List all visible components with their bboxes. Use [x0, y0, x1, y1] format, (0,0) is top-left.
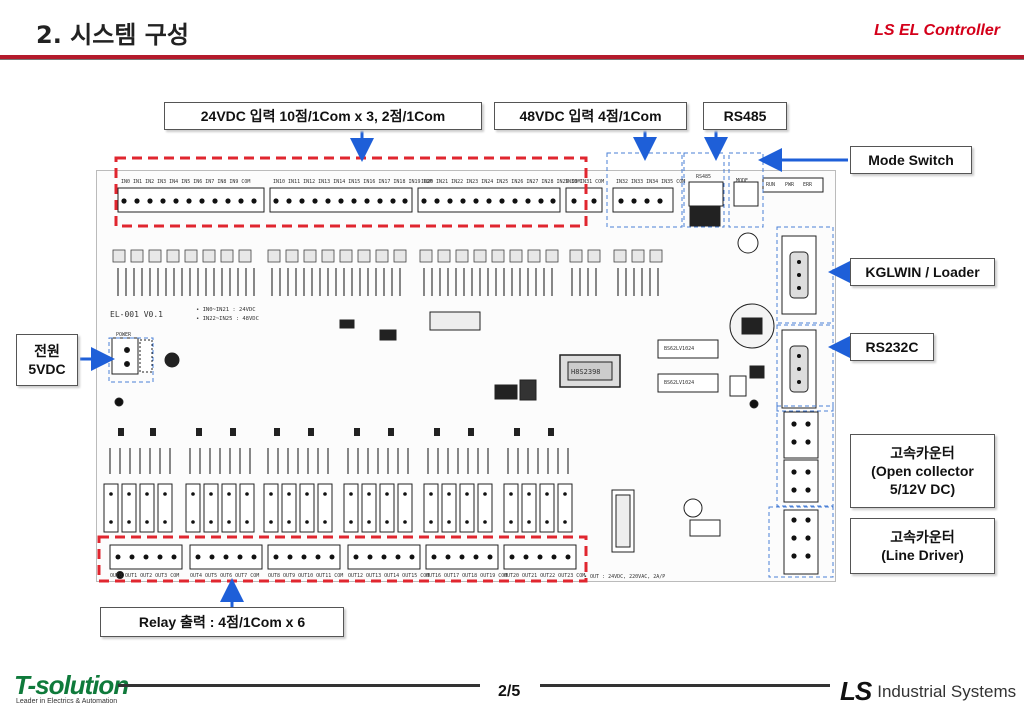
callout-rs232c: RS232C: [850, 333, 934, 361]
board-output-footer-2: OUT4 OUT5 OUT6 OUT7 COM: [190, 573, 260, 579]
tsolution-name: T-solution: [14, 670, 129, 700]
board-input-header-5: IN32 IN33 IN34 IN35 COM: [616, 179, 686, 185]
board-run-label: RUN: [766, 182, 776, 188]
callout-relay-output: Relay 출력 : 4점/1Com x 6: [100, 607, 344, 637]
tsolution-logo: T-solution Leader in Electrics & Automat…: [14, 670, 129, 705]
output-terminal-screws: [115, 554, 571, 560]
page-number: 2/5: [498, 683, 521, 700]
dashed-blue-regions: [108, 152, 834, 578]
callout-power-5vdc: 전원 5VDC: [16, 334, 78, 386]
board-spec-24vdc: • IN0~IN21 : 24VDC: [196, 307, 256, 313]
board-input-header-2: IN10 IN11 IN12 IN13 IN14 IN15 IN16 IN17 …: [273, 179, 433, 185]
right-connectors: [781, 235, 819, 575]
board-pwr-label: PWR: [785, 182, 795, 188]
board-output-footer-5: OUT16 OUT17 OUT18 OUT19 COM: [426, 573, 508, 579]
input-optocouplers: [112, 249, 663, 263]
output-transistors: [109, 448, 569, 474]
ls-industrial-logo: LS Industrial Systems: [840, 676, 1016, 707]
board-power-label: POWER: [116, 332, 132, 338]
callout-counter-oc-line3: 5/12V DC): [889, 481, 956, 497]
board-components: [111, 232, 775, 579]
callout-counter-oc-line1: 고속카운터: [890, 445, 955, 461]
board-err-label: ERR: [803, 182, 813, 188]
ls-logo-mark: LS: [840, 676, 872, 706]
footer-line-right: [540, 684, 830, 687]
page-title: 2. 시스템 구성: [36, 21, 189, 49]
relay-pins: [109, 492, 567, 524]
callout-counter-open-collector: 고속카운터 (Open collector 5/12V DC): [850, 434, 995, 508]
callout-counter-oc-line2: (Open collector: [871, 463, 974, 479]
footer-line-left: [118, 684, 480, 687]
callout-24vdc-input: 24VDC 입력 10점/1Com x 3, 2점/1Com: [164, 102, 482, 130]
board-output-spec: • OUT : 24VDC, 220VAC, 2A/P: [584, 574, 666, 580]
header-divider: [0, 55, 1024, 59]
board-input-header-1: IN0 IN1 IN2 IN3 IN4 IN5 IN6 IN7 IN8 IN9 …: [121, 179, 251, 185]
callout-rs485: RS485: [703, 102, 787, 130]
callout-counter-ld-line2: (Line Driver): [881, 547, 964, 563]
board-ram1-label: BS62LV1024: [664, 346, 695, 352]
dashed-red-regions: [97, 156, 588, 583]
board-model-label: EL-001 V0.1: [110, 310, 163, 319]
board-spec-48vdc: • IN22~IN25 : 48VDC: [196, 316, 259, 322]
board-output-footer-3: OUT8 OUT9 OUT10 OUT11 COM: [268, 573, 344, 579]
right-connector-screws: [791, 260, 811, 559]
callout-counter-line-driver: 고속카운터 (Line Driver): [850, 518, 995, 574]
output-relays: [103, 483, 573, 533]
output-terminal-blocks: [109, 544, 577, 570]
board-output-footer-4: OUT12 OUT13 OUT14 OUT15 COM: [348, 573, 430, 579]
callout-kglwin-loader: KGLWIN / Loader: [850, 258, 995, 286]
board-output-footer-6: OUT20 OUT21 OUT22 OUT23 COM: [504, 573, 586, 579]
callout-counter-ld-line1: 고속카운터: [890, 529, 955, 545]
output-leds: [118, 428, 554, 436]
callout-arrows: [80, 129, 852, 610]
callout-48vdc-input: 48VDC 입력 4점/1Com: [494, 102, 687, 130]
board-input-header-3: IN20 IN21 IN22 IN23 IN24 IN25 IN26 IN27 …: [421, 179, 581, 185]
tsolution-tagline: Leader in Electrics & Automation: [16, 698, 118, 705]
ls-logo-text: Industrial Systems: [877, 681, 1017, 701]
brand-title: LS EL Controller: [874, 22, 1000, 39]
board-output-footer-1: OUT0 OUT1 OUT2 OUT3 COM: [110, 573, 180, 579]
header-divider-thin: [0, 59, 1024, 60]
callout-mode-switch: Mode Switch: [850, 146, 972, 174]
callout-power-line2: 5VDC: [28, 361, 66, 377]
board-rs485-label: RS485: [696, 174, 712, 180]
input-terminal-screws: [121, 198, 663, 204]
board-input-header-4: IN30 IN31 COM: [565, 179, 605, 185]
board-ram2-label: BS62LV1024: [664, 380, 695, 386]
top-right-blocks: [688, 177, 824, 227]
callout-power-line1: 전원: [34, 343, 60, 359]
board-mode-label: MODE: [736, 178, 749, 184]
input-resistor-ladders: [117, 268, 659, 296]
board-cpu-label: H8S2398: [571, 368, 601, 376]
